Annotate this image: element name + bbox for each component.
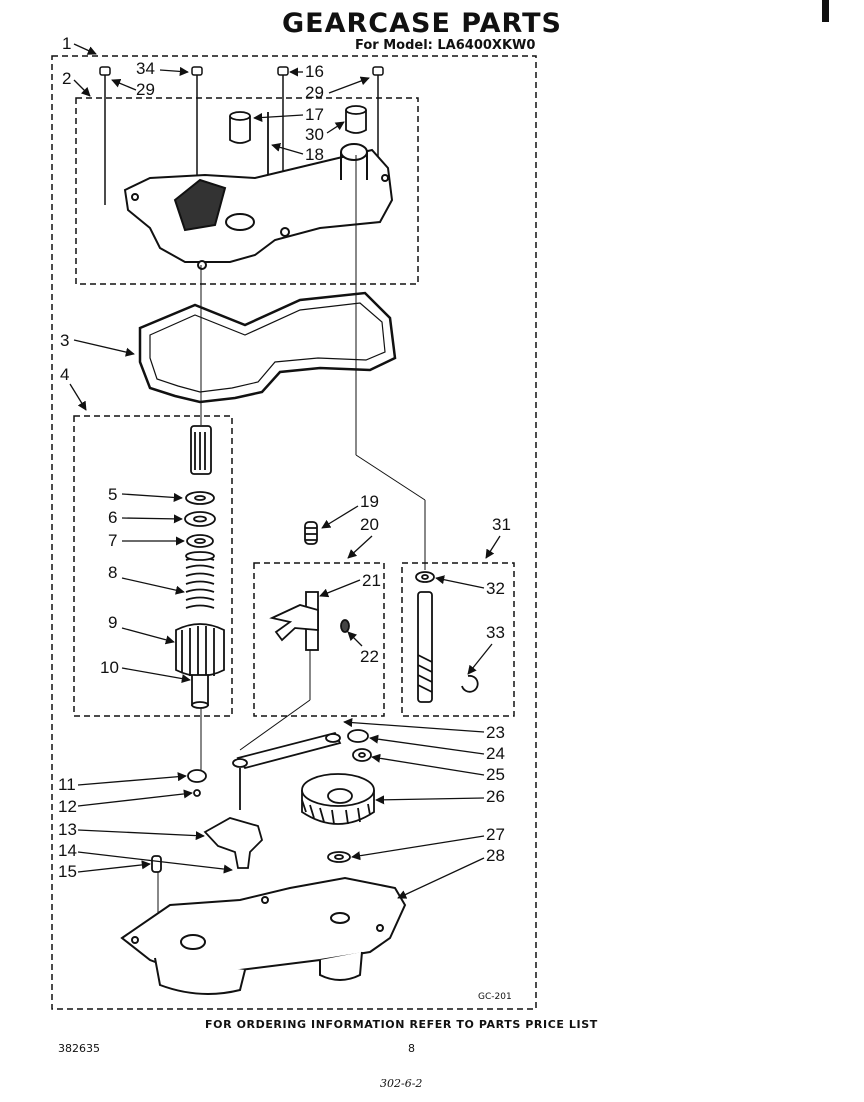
callout-26: 26 bbox=[486, 787, 505, 806]
gasket bbox=[138, 291, 397, 404]
callout-10: 10 bbox=[100, 658, 119, 677]
callout-5: 5 bbox=[108, 485, 117, 504]
handwritten-note: 302-6-2 bbox=[380, 1077, 423, 1090]
corner-registration-mark bbox=[822, 0, 829, 22]
callout-21: 21 bbox=[362, 571, 381, 590]
callout-28: 28 bbox=[486, 846, 505, 865]
callout-19: 19 bbox=[360, 492, 379, 511]
callout-29-left: 29 bbox=[136, 80, 155, 99]
callout-11: 11 bbox=[58, 775, 76, 794]
document-number: 382635 bbox=[58, 1042, 100, 1055]
callout-13: 13 bbox=[58, 820, 77, 839]
pinion-shaft-assembly bbox=[415, 571, 479, 703]
callout-labels: 1 2 34 29 16 29 17 30 18 3 4 5 6 7 8 9 1… bbox=[58, 34, 511, 899]
cover-group-box bbox=[75, 97, 419, 285]
callout-29-right: 29 bbox=[305, 83, 324, 102]
alignment-lines bbox=[157, 155, 426, 930]
callout-18: 18 bbox=[305, 145, 324, 164]
callout-1: 1 bbox=[62, 34, 71, 53]
callout-23: 23 bbox=[486, 723, 505, 742]
callout-6: 6 bbox=[108, 508, 117, 527]
diagram-code: GC-201 bbox=[478, 992, 512, 1002]
footer-note: FOR ORDERING INFORMATION REFER TO PARTS … bbox=[205, 1018, 598, 1031]
shaft-group-box bbox=[73, 415, 233, 717]
model-subtitle: For Model: LA6400XKW0 bbox=[355, 38, 536, 53]
callout-32: 32 bbox=[486, 579, 505, 598]
callout-24: 24 bbox=[486, 744, 505, 763]
fork-group-box bbox=[253, 562, 385, 717]
callout-33: 33 bbox=[486, 623, 505, 642]
callout-34: 34 bbox=[136, 59, 155, 78]
callout-3: 3 bbox=[60, 331, 69, 350]
callout-25: 25 bbox=[486, 765, 505, 784]
shift-fork-assembly bbox=[269, 521, 350, 651]
lower-gear-parts bbox=[151, 729, 375, 873]
callout-12: 12 bbox=[58, 797, 77, 816]
callout-30: 30 bbox=[305, 125, 324, 144]
callout-27: 27 bbox=[486, 825, 505, 844]
callout-20: 20 bbox=[360, 515, 379, 534]
page-title: GEARCASE PARTS bbox=[282, 8, 562, 39]
callout-22: 22 bbox=[360, 647, 379, 666]
callout-16: 16 bbox=[305, 62, 324, 81]
gearcase-cover bbox=[123, 143, 394, 270]
bushings-and-pin bbox=[229, 105, 367, 175]
callout-14: 14 bbox=[58, 841, 77, 860]
callout-7: 7 bbox=[108, 531, 117, 550]
callout-17: 17 bbox=[305, 105, 324, 124]
callout-4: 4 bbox=[60, 365, 69, 384]
callout-8: 8 bbox=[108, 563, 117, 582]
page-number: 8 bbox=[408, 1042, 415, 1055]
outer-assembly-border bbox=[51, 55, 537, 1010]
pinion-group-box bbox=[401, 562, 515, 717]
gearcase-base bbox=[120, 876, 407, 995]
drive-shaft-assembly bbox=[175, 425, 225, 709]
callout-31: 31 bbox=[492, 515, 511, 534]
callout-9: 9 bbox=[108, 613, 117, 632]
callout-2: 2 bbox=[62, 69, 71, 88]
callout-15: 15 bbox=[58, 862, 77, 881]
